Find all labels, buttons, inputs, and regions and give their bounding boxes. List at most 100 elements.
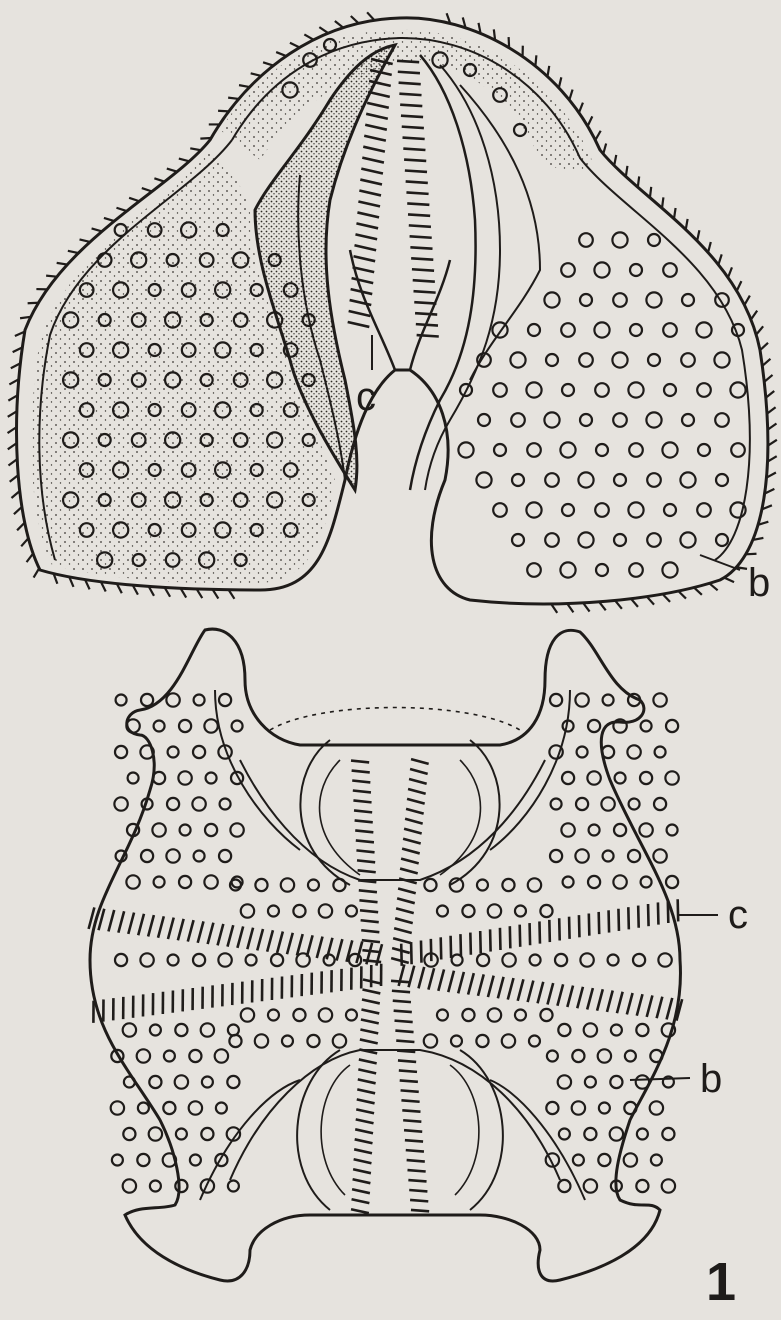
cilium: [68, 251, 79, 253]
comb-plate: [431, 939, 432, 961]
cilium: [304, 34, 313, 39]
comb-plate: [414, 302, 436, 303]
comb-plate: [408, 1180, 426, 1181]
comb-plate: [413, 280, 435, 281]
cilium: [650, 187, 651, 198]
cilium: [14, 507, 22, 514]
cilium: [756, 326, 763, 334]
comb-plate: [403, 138, 425, 139]
vesicle: [650, 1101, 663, 1114]
cilium: [190, 148, 201, 150]
comb-plate: [406, 1150, 424, 1151]
comb-plate: [393, 1001, 411, 1002]
cilium: [599, 602, 606, 611]
comb-plate: [399, 1070, 417, 1071]
vesicle: [641, 721, 652, 732]
comb-plate: [668, 901, 669, 923]
comb-plate: [405, 171, 427, 172]
vesicle: [138, 1103, 149, 1114]
comb-plate: [411, 258, 433, 259]
comb-plate: [399, 83, 421, 84]
comb-plate: [658, 902, 659, 924]
comb-plate: [480, 931, 481, 953]
comb-plate: [599, 912, 600, 934]
vesicle: [654, 798, 666, 810]
cilium: [663, 594, 670, 602]
cilium: [129, 198, 139, 201]
cilium: [11, 491, 19, 498]
comb-plate: [401, 116, 423, 117]
cilium: [92, 228, 102, 231]
vesicle: [655, 747, 666, 758]
vesicle: [149, 1127, 162, 1140]
comb-plate: [406, 181, 428, 182]
cilium: [708, 242, 711, 252]
vesicle: [602, 746, 614, 758]
vesicle: [662, 1128, 674, 1140]
cilium: [46, 276, 57, 277]
comb-plate: [421, 940, 422, 962]
cilium: [251, 73, 261, 76]
comb-plate: [559, 918, 560, 940]
bottom-b-label: b: [700, 1057, 722, 1101]
comb-plate: [500, 928, 501, 950]
cilium: [728, 267, 732, 277]
comb-plate: [638, 906, 639, 928]
vesicle: [141, 694, 153, 706]
cilium: [569, 90, 572, 100]
cilium: [694, 587, 702, 594]
cilium: [509, 37, 510, 48]
cilium: [57, 263, 68, 265]
comb-plate: [451, 936, 452, 958]
vesicle: [116, 695, 127, 706]
comb-plate: [398, 1060, 416, 1061]
bottom-c-label: c: [728, 893, 748, 937]
comb-plate: [628, 907, 629, 929]
vesicle: [665, 771, 678, 784]
top-specimen: [8, 12, 777, 613]
cilium: [746, 554, 757, 555]
vesicle: [123, 1128, 135, 1140]
vesicle: [639, 823, 652, 836]
comb-plate: [401, 1090, 419, 1091]
vesicle: [112, 1155, 123, 1166]
comb-plate: [394, 1021, 412, 1022]
comb-plate: [609, 910, 610, 932]
comb-plate: [589, 914, 590, 936]
vesicle: [615, 773, 626, 784]
vesicle: [666, 720, 678, 732]
comb-plate: [398, 72, 420, 73]
cilium: [142, 188, 152, 191]
comb-plate: [404, 1130, 422, 1131]
cilium: [764, 375, 772, 382]
comb-plate: [404, 160, 426, 161]
cilium: [744, 296, 749, 305]
comb-plate: [402, 1110, 420, 1111]
comb-plate: [403, 149, 425, 150]
bottom-top-dashes: [270, 708, 520, 731]
cilium: [579, 103, 583, 113]
comb-plate: [401, 1100, 419, 1101]
cilium: [718, 254, 721, 264]
cilium: [154, 178, 164, 181]
comb-plate: [460, 934, 461, 956]
cilium: [724, 578, 734, 583]
comb-plate: [441, 937, 442, 959]
figure-number: 1: [706, 1252, 736, 1312]
comb-plate: [397, 61, 419, 62]
comb-plate: [618, 909, 619, 931]
comb-plate: [396, 1041, 414, 1042]
comb-plate: [415, 313, 437, 314]
cilium: [200, 138, 211, 139]
comb-plate: [579, 915, 580, 937]
comb-plate: [400, 1080, 418, 1081]
cilium: [547, 66, 549, 77]
comb-plate: [407, 203, 429, 204]
cilium: [351, 16, 359, 23]
cilium: [615, 600, 622, 608]
vesicle: [624, 1153, 637, 1166]
comb-plate: [399, 94, 421, 95]
cilium: [686, 219, 688, 230]
